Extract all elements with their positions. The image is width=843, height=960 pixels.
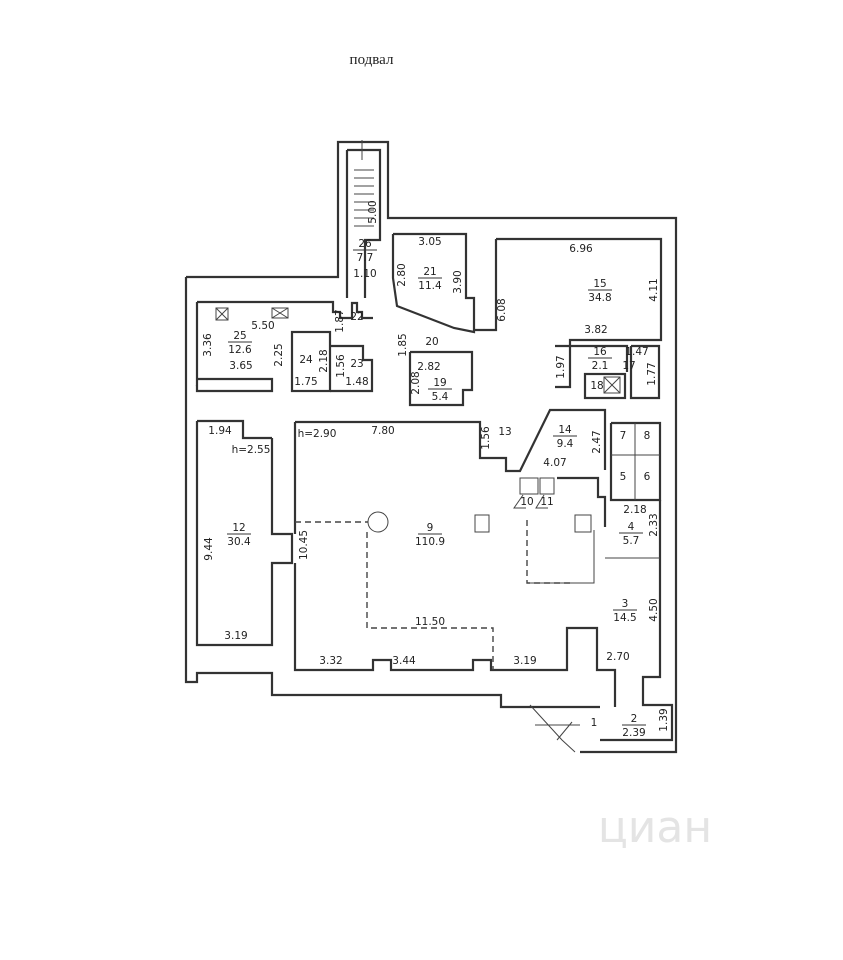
dimension-label: h=2.90 — [298, 428, 337, 440]
dimension-label: 10.45 — [298, 530, 310, 560]
room-number: 25 — [233, 330, 246, 342]
room-area: 11.4 — [418, 280, 442, 292]
room-number: 17 — [622, 360, 635, 372]
dimension-label: 2.25 — [273, 343, 285, 366]
room-number: 6 — [644, 471, 651, 483]
dimension-label: 2.80 — [396, 263, 408, 286]
room-number: 5 — [620, 471, 627, 483]
room-area: 2.1 — [592, 360, 609, 372]
room-area: 30.4 — [227, 536, 251, 548]
dimension-label: 1.75 — [294, 376, 317, 388]
dimension-label: 1.39 — [658, 708, 670, 731]
dimension-label: 1.87 — [334, 309, 346, 332]
dimension-label: 4.50 — [648, 598, 660, 621]
room-area: 7.7 — [357, 252, 374, 264]
room-number: 22 — [350, 311, 363, 323]
dimension-label: 3.82 — [584, 324, 607, 336]
room-area: 5.4 — [432, 391, 449, 403]
dimension-label: 1.56 — [480, 426, 492, 450]
dimension-label: 1.56 — [335, 354, 347, 378]
walls — [184, 140, 678, 754]
dimension-label: 1.77 — [646, 362, 658, 385]
room-number: 8 — [644, 430, 651, 442]
watermark: циан — [598, 802, 712, 853]
room-number: 3 — [622, 598, 629, 610]
room-number: 10 — [520, 496, 533, 508]
room-number: 9 — [427, 522, 434, 534]
room-number: 15 — [593, 278, 606, 290]
room-number: 24 — [299, 354, 313, 366]
floor-title-text: подвал — [349, 52, 394, 68]
dimension-label: 2.47 — [591, 430, 603, 453]
room-number: 20 — [425, 336, 438, 348]
dimension-label: 4.07 — [543, 457, 566, 469]
dimension-label: 5.50 — [251, 320, 274, 332]
room-area: 9.4 — [557, 438, 574, 450]
dimension-label: 9.44 — [203, 537, 215, 561]
room-number: 7 — [620, 430, 627, 442]
dimension-label: 3.44 — [392, 655, 416, 667]
dimension-label: 11.50 — [415, 616, 445, 628]
dimension-label: 2.70 — [606, 651, 629, 663]
dimension-label: h=2.55 — [232, 444, 271, 456]
dimension-label: 4.11 — [648, 278, 660, 301]
dimension-label: 1.48 — [345, 376, 368, 388]
dimension-label: 3.32 — [319, 655, 342, 667]
room-number: 19 — [433, 377, 446, 389]
dimension-label: 1.10 — [353, 268, 376, 280]
dimension-label: 6.96 — [569, 243, 593, 255]
room-number: 1 — [591, 717, 598, 729]
floor-title: подвал — [0, 52, 843, 69]
dimension-label: 7.80 — [371, 425, 394, 437]
dimension-label: 3.19 — [224, 630, 247, 642]
dimension-label: 1.85 — [397, 333, 409, 356]
room-number: 14 — [558, 424, 572, 436]
dimension-labels: 5.00 1.10 3.05 2.80 3.90 6.96 4.11 6.08 3.82 5.50… — [202, 200, 670, 731]
dimension-label: 2.18 — [623, 504, 646, 516]
room-number: 18 — [590, 380, 603, 392]
dimension-label: 1.47 — [625, 346, 648, 358]
dimension-label: 2.18 — [318, 349, 330, 372]
room-area: 2.39 — [622, 727, 645, 739]
room-number: 13 — [498, 426, 511, 438]
dimension-label: 1.97 — [555, 355, 567, 378]
room-number: 11 — [540, 496, 553, 508]
dimension-label: 3.90 — [452, 270, 464, 293]
room-number: 2 — [631, 713, 638, 725]
dimension-label: 3.65 — [229, 360, 252, 372]
dimension-label: 5.00 — [367, 200, 379, 223]
room-number: 16 — [593, 346, 607, 358]
room-area: 110.9 — [415, 536, 445, 548]
room-number: 4 — [628, 521, 635, 533]
room-area: 34.8 — [588, 292, 611, 304]
dimension-label: 6.08 — [496, 298, 508, 321]
dimension-label: 3.05 — [418, 236, 441, 248]
room-number: 12 — [232, 522, 245, 534]
room-number: 21 — [423, 266, 436, 278]
room-number: 23 — [350, 358, 363, 370]
dimension-label: 2.33 — [648, 513, 660, 536]
dimension-label: 3.19 — [513, 655, 536, 667]
room-number: 26 — [358, 238, 372, 250]
dimension-label: 2.08 — [410, 371, 422, 394]
room-area: 12.6 — [228, 344, 252, 356]
dimension-label: 3.36 — [202, 333, 214, 357]
dimension-label: 1.94 — [208, 425, 232, 437]
room-area: 14.5 — [613, 612, 636, 624]
room-area: 5.7 — [623, 535, 640, 547]
dimension-label: 2.82 — [417, 361, 440, 373]
